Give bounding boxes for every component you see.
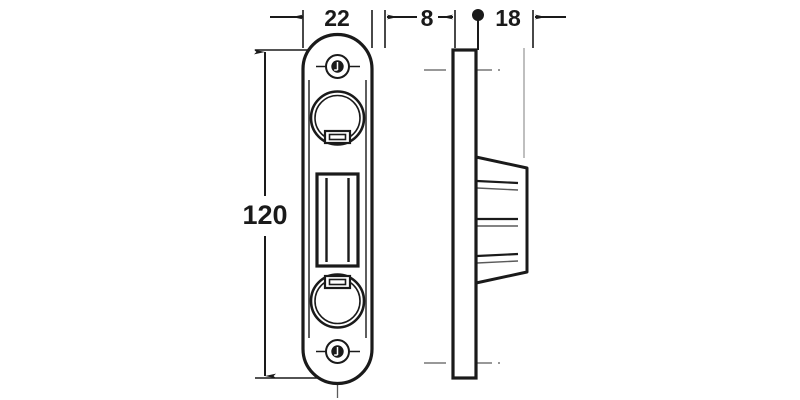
top-bore-tab-inner <box>328 133 347 141</box>
dim-label-8: 8 <box>421 5 434 31</box>
boss-rib-3b <box>476 260 519 264</box>
bottom-screw-hole-slot <box>334 347 339 356</box>
dim-label-22: 22 <box>324 5 350 31</box>
center-slot-outline <box>315 172 360 268</box>
dim-label-120: 120 <box>242 200 287 230</box>
side-view <box>424 48 529 380</box>
boss-rib-1a <box>476 179 519 185</box>
front-view <box>301 32 374 398</box>
mounting-plate-outline <box>451 48 478 380</box>
dim-label-18: 18 <box>495 5 521 31</box>
bottom-screw-hole <box>316 339 360 364</box>
boss-rib-1b <box>476 187 519 191</box>
top-bore-ring <box>309 90 366 146</box>
top-screw-hole <box>316 54 360 79</box>
boss-rib-lines <box>476 179 519 264</box>
top-dimension-group: 22 8 18 <box>270 5 566 50</box>
center-slot <box>315 172 360 268</box>
bottom-bore-tab-inner <box>328 278 347 286</box>
bottom-bore-ring <box>309 273 366 329</box>
boss-rib-3a <box>476 252 519 258</box>
height-dimension-group: 120 <box>242 49 320 379</box>
top-screw-hole-slot <box>334 62 339 71</box>
